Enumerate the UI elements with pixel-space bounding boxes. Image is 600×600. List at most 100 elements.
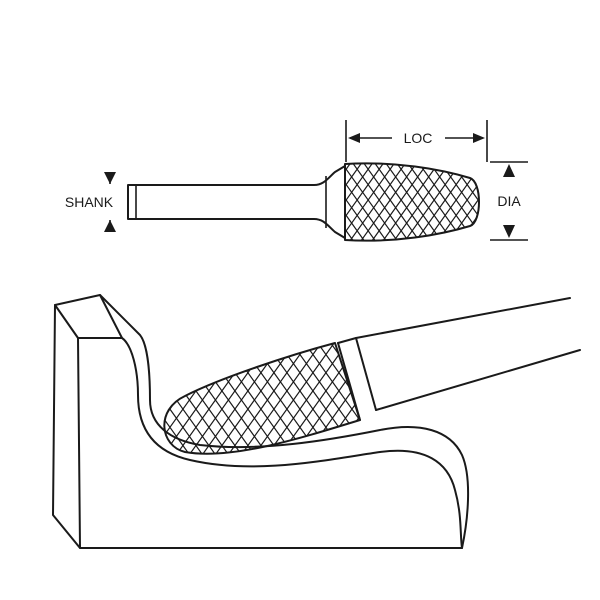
crosshatch-line [246, 343, 341, 454]
crosshatch-line [226, 155, 290, 245]
crosshatch-line [233, 343, 328, 454]
crosshatch-line [368, 163, 434, 241]
crosshatch-line [182, 155, 246, 245]
crosshatch-line [171, 155, 235, 245]
crosshatch-line [193, 155, 257, 245]
burr-side-view [116, 155, 600, 245]
crosshatch-line [26, 335, 119, 465]
crosshatch-line [534, 155, 598, 245]
crosshatch-line [164, 343, 172, 454]
crosshatch-line [0, 335, 41, 465]
loc-dimension: LOC [345, 120, 488, 162]
workpiece-front-left-edge [77, 337, 81, 549]
crosshatch-line [193, 155, 257, 245]
burr-shank [127, 165, 346, 239]
crosshatch-line [259, 155, 323, 245]
crosshatch-line [567, 155, 600, 245]
crosshatch-line [138, 155, 202, 245]
burr-in-use [0, 297, 587, 465]
crosshatch-line [345, 163, 357, 241]
workpiece-block [52, 294, 470, 549]
crosshatch-line [0, 335, 67, 465]
crosshatch-line [0, 335, 80, 465]
crosshatch-line [26, 335, 119, 465]
crosshatch-line [346, 163, 412, 241]
crosshatch-line [545, 155, 600, 245]
crosshatch-line [237, 155, 301, 245]
shank-arrow-bottom-icon [104, 220, 116, 232]
crosshatch-line [164, 343, 172, 454]
crosshatch-line [0, 335, 41, 465]
crosshatch-line [556, 155, 600, 245]
burr-head-crosshatch [116, 155, 600, 245]
crosshatch-line [259, 343, 354, 454]
crosshatch-line [468, 335, 561, 465]
dia-arrow-top-icon [503, 164, 515, 177]
crosshatch-line [429, 335, 522, 465]
crosshatch-line [220, 343, 315, 454]
crosshatch-line [311, 343, 360, 454]
crosshatch-line [116, 155, 180, 245]
crosshatch-line [259, 155, 323, 245]
workpiece-top-edge [99, 294, 123, 339]
crosshatch-line [345, 163, 368, 241]
crosshatch-line [455, 335, 548, 465]
crosshatch-line [237, 155, 301, 245]
crosshatch-line [164, 343, 198, 454]
crosshatch-line [164, 343, 211, 454]
shank-label: SHANK [65, 194, 114, 210]
crosshatch-line [345, 163, 401, 241]
crosshatch-line [345, 163, 368, 241]
crosshatch-line [345, 163, 379, 241]
crosshatch-line [0, 335, 2, 465]
loc-arrow-left-icon [348, 133, 360, 143]
dia-arrow-bottom-icon [503, 225, 515, 238]
dia-label: DIA [497, 193, 521, 209]
crosshatch-line [481, 335, 574, 465]
crosshatch-line [523, 155, 587, 245]
crosshatch-line [379, 163, 445, 241]
crosshatch-line [0, 335, 54, 465]
crosshatch-line [357, 163, 423, 241]
crosshatch-line [481, 335, 574, 465]
crosshatch-line [512, 155, 576, 245]
crosshatch-line [390, 335, 483, 465]
crosshatch-line [204, 155, 268, 245]
crosshatch-line [345, 163, 390, 241]
crosshatch-line [0, 335, 15, 465]
crosshatch-line [468, 335, 561, 465]
crosshatch-line [0, 335, 2, 465]
crosshatch-line [567, 155, 600, 245]
crosshatch-line [215, 155, 279, 245]
crosshatch-line [434, 163, 479, 241]
crosshatch-line [215, 155, 279, 245]
crosshatch-line [403, 335, 496, 465]
crosshatch-line [0, 335, 67, 465]
burr-head [344, 162, 480, 242]
crosshatch-line [350, 343, 360, 454]
loc-arrow-right-icon [473, 133, 485, 143]
shank-arrow-top-icon [104, 172, 116, 184]
crosshatch-line [0, 335, 54, 465]
crosshatch-line [13, 335, 106, 465]
workpiece-outline [52, 294, 470, 549]
crosshatch-line [403, 335, 496, 465]
crosshatch-line [416, 335, 509, 465]
crosshatch-line [337, 343, 360, 454]
crosshatch-line [226, 155, 290, 245]
crosshatch-line [149, 155, 213, 245]
burr-shank-angled [337, 297, 581, 411]
crosshatch-line [534, 155, 598, 245]
crosshatch-line [556, 155, 600, 245]
crosshatch-line [13, 335, 106, 465]
crosshatch-line [429, 335, 522, 465]
shank-dimension: SHANK [65, 172, 116, 232]
crosshatch-line [512, 155, 576, 245]
crosshatch-line [204, 155, 268, 245]
crosshatch-line [416, 335, 509, 465]
crosshatch-line [0, 335, 28, 465]
crosshatch-line [494, 335, 587, 465]
crosshatch-line [0, 335, 28, 465]
crosshatch-line [182, 155, 246, 245]
